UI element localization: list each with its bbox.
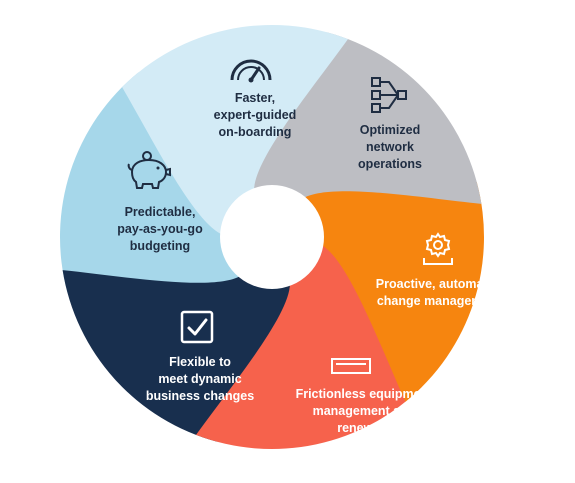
checkbox-icon <box>180 310 214 344</box>
piggy-bank-icon <box>127 151 171 189</box>
gear-icon <box>423 232 453 265</box>
label-equipment: Frictionless equipment management and re… <box>295 387 433 435</box>
segment-change <box>299 181 484 402</box>
label-flexible: Flexible to meet dynamic business change… <box>145 355 255 403</box>
network-icon <box>371 77 407 113</box>
label-onboarding: Faster, expert-guided on-boarding <box>213 91 297 139</box>
label-change: Proactive, automated change management <box>375 277 503 308</box>
center-hole <box>220 185 324 289</box>
segment-onboarding <box>122 25 348 235</box>
segment-budgeting <box>60 72 245 293</box>
label-budgeting: Predictable, pay-as-you-go budgeting <box>117 205 203 253</box>
equipment-icon <box>331 358 371 374</box>
speedometer-icon <box>230 59 272 83</box>
label-network: Optimized network operations <box>358 123 422 171</box>
